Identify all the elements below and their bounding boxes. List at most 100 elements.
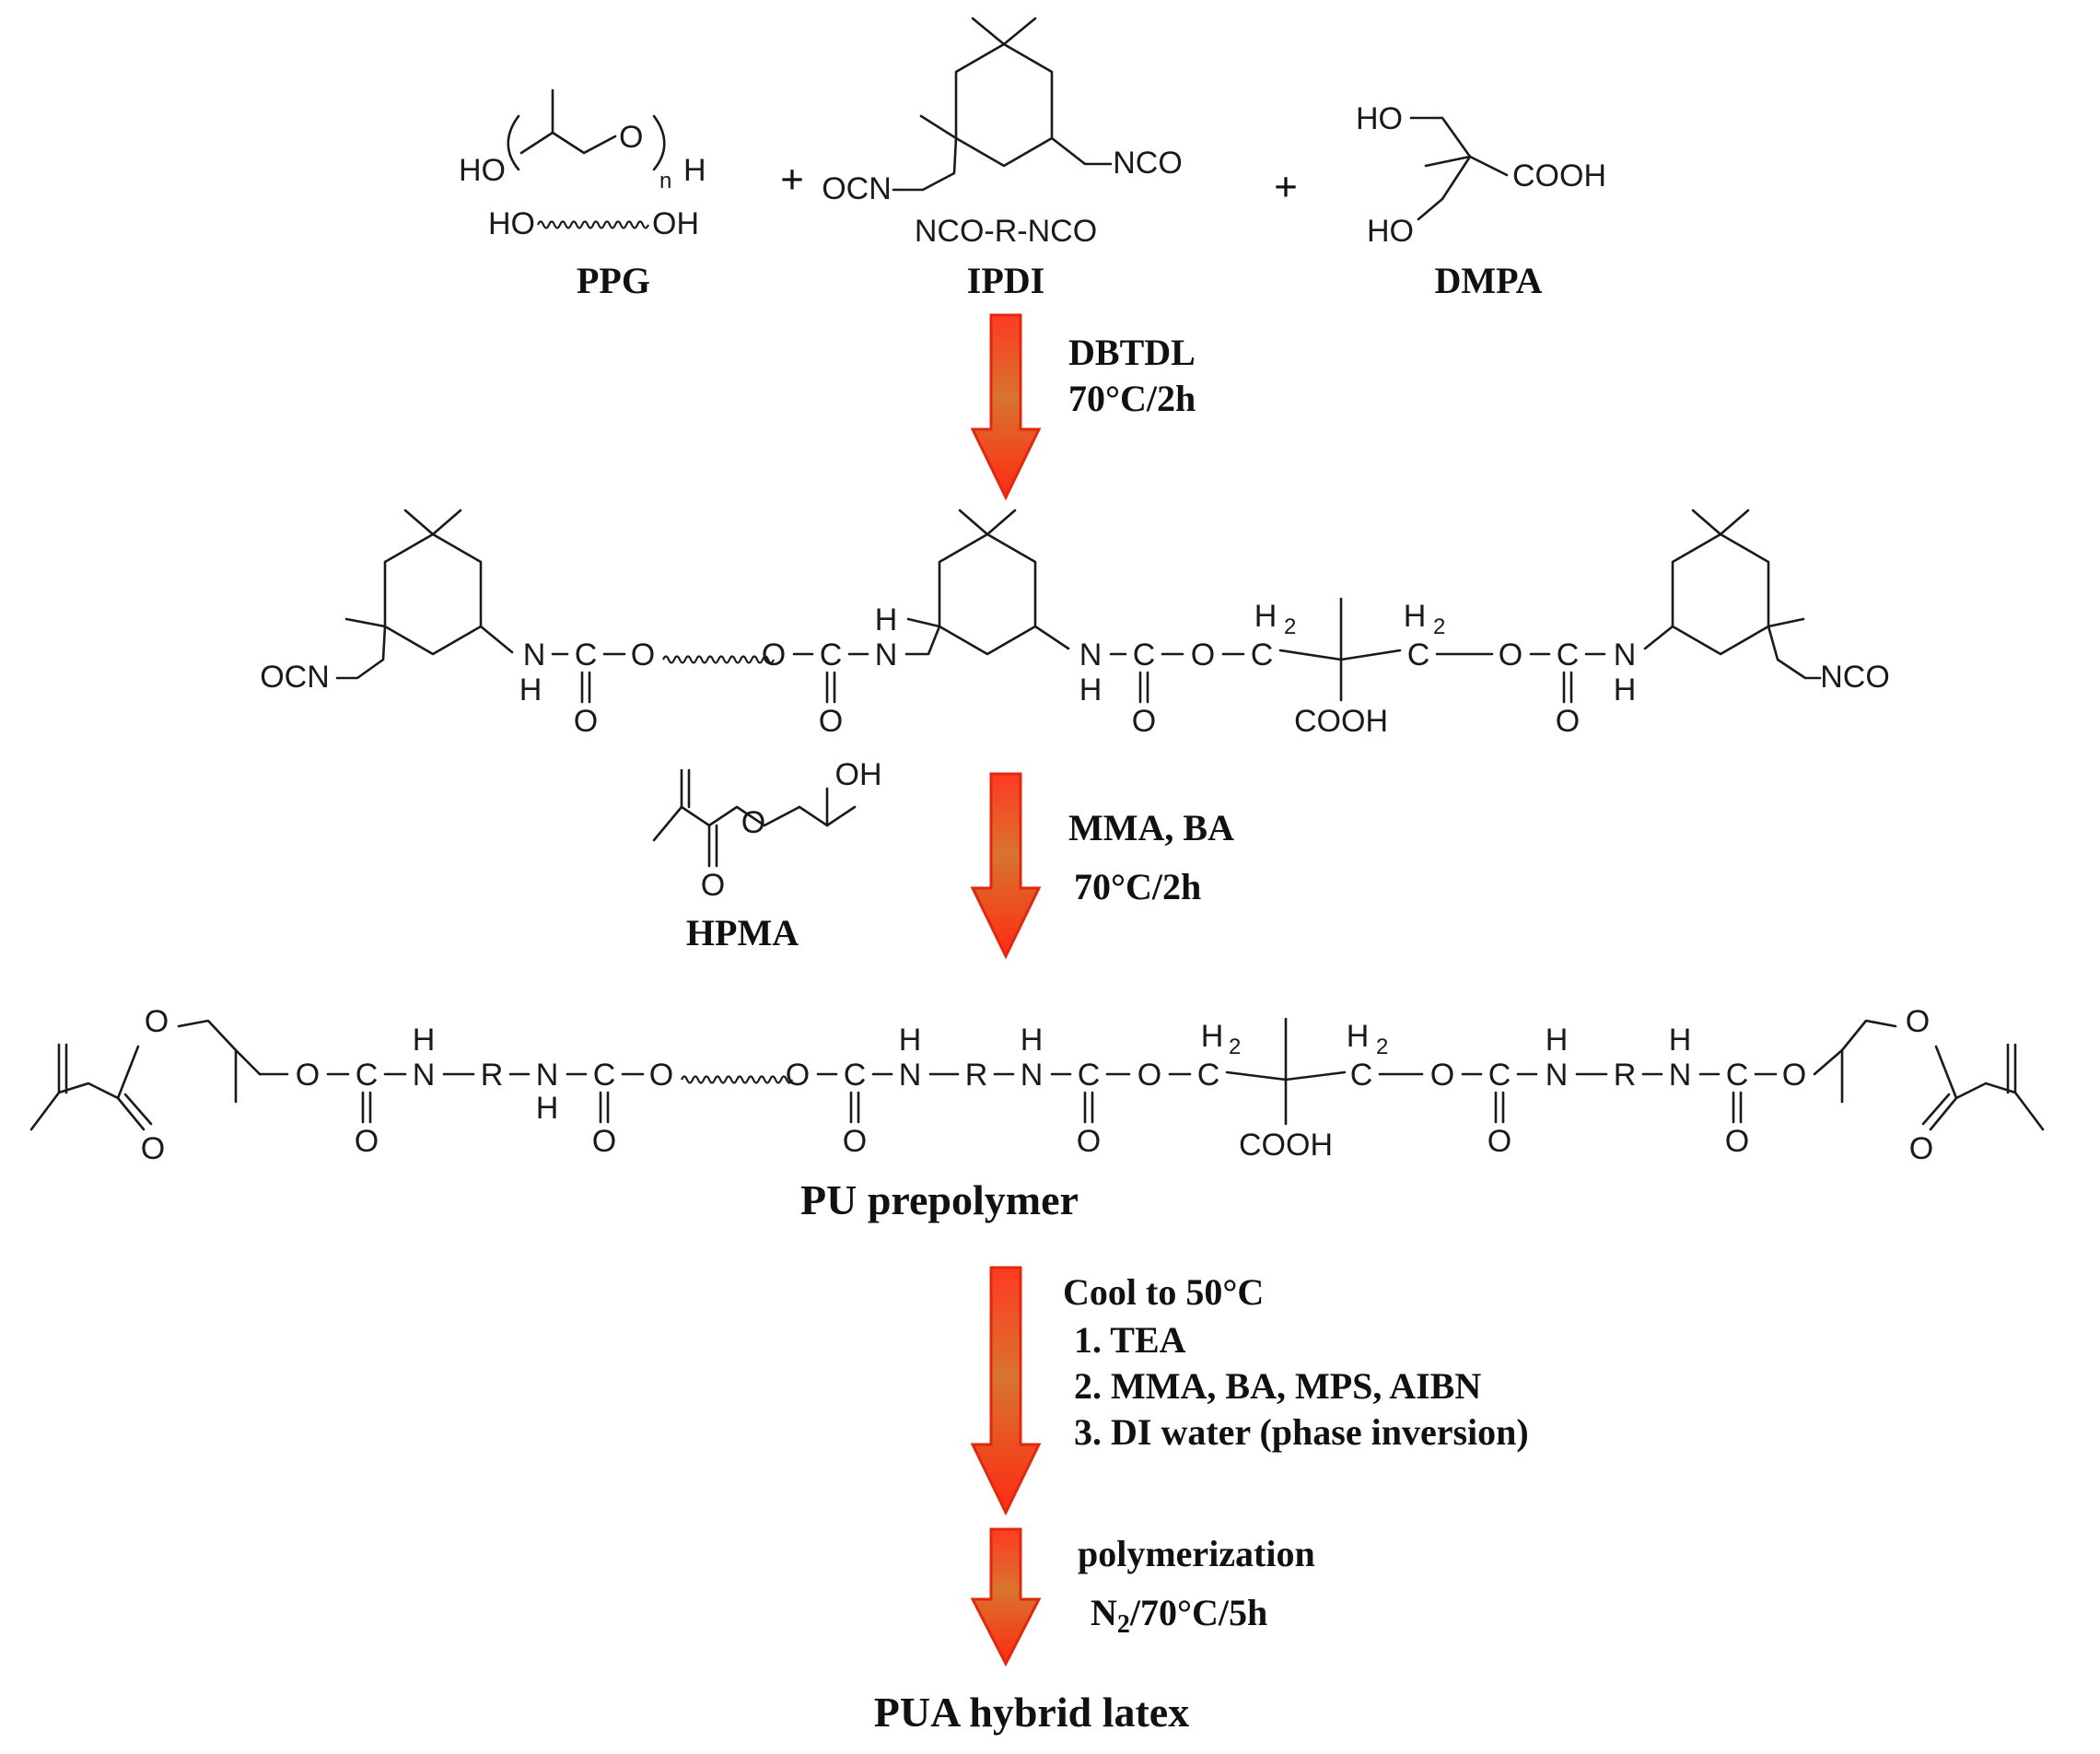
svg-text:O: O	[1132, 704, 1156, 739]
svg-text:C: C	[1078, 1058, 1101, 1093]
svg-text:H: H	[1079, 672, 1102, 707]
reaction-arrow-4	[970, 1527, 1042, 1667]
hpma-structure: O O OH HPMA	[652, 757, 882, 953]
svg-text:N: N	[413, 1058, 436, 1093]
svg-text:N: N	[1546, 1058, 1569, 1093]
svg-text:O: O	[762, 637, 786, 672]
ppg-label: PPG	[577, 260, 650, 301]
ipdi-structure: OCN NCO NCO-R-NCO IPDI	[822, 17, 1183, 301]
svg-text:H: H	[1404, 599, 1427, 634]
svg-text:H: H	[519, 672, 542, 707]
dmpa-label: DMPA	[1435, 260, 1543, 301]
intermediate-nco: NCO	[1820, 660, 1890, 695]
svg-text:N: N	[1021, 1058, 1044, 1093]
svg-text:H: H	[1021, 1023, 1044, 1058]
svg-text:C: C	[575, 637, 598, 672]
svg-text:C: C	[1350, 1058, 1373, 1093]
svg-text:O: O	[819, 704, 843, 739]
svg-text:O: O	[574, 704, 598, 739]
ppg-structure: HO O n H HO OH PPG	[459, 88, 706, 301]
step2-monomers: MMA, BA	[1068, 807, 1234, 848]
svg-text:R: R	[481, 1058, 504, 1093]
step3-item-3: 3. DI water (phase inversion)	[1074, 1411, 1529, 1453]
reaction-arrow-3	[970, 1266, 1042, 1516]
svg-text:N: N	[899, 1058, 922, 1093]
reaction-arrow-1	[970, 313, 1042, 501]
svg-text:C: C	[820, 637, 843, 672]
svg-text:2: 2	[1433, 614, 1445, 639]
ppg-o: O	[619, 120, 643, 155]
step4-conditions: N2/70°C/5h	[1091, 1592, 1267, 1639]
prepolymer-label: PU prepolymer	[800, 1176, 1079, 1223]
svg-text:O: O	[145, 1004, 169, 1039]
nco-terminated-intermediate: OCN N H C O O O C O N H N H C O O C H	[260, 509, 1890, 739]
svg-text:N: N	[523, 637, 546, 672]
svg-text:N: N	[1669, 1058, 1692, 1093]
svg-text:H: H	[1201, 1019, 1224, 1054]
ppg-h: H	[683, 153, 706, 188]
dmpa-ho-bottom: HO	[1367, 214, 1414, 249]
step2-conditions: 70°C/2h	[1074, 866, 1201, 907]
reaction-arrow-2	[970, 772, 1042, 960]
svg-text:H: H	[413, 1023, 436, 1058]
step3-item-1: 1. TEA	[1074, 1319, 1186, 1361]
svg-text:N: N	[1079, 637, 1102, 672]
svg-text:H: H	[1347, 1019, 1370, 1054]
svg-text:O: O	[1191, 637, 1215, 672]
svg-text:O: O	[355, 1124, 379, 1159]
svg-text:O: O	[1488, 1124, 1511, 1159]
svg-text:O: O	[786, 1058, 810, 1093]
step1-conditions: 70°C/2h	[1068, 378, 1196, 419]
svg-text:O: O	[843, 1124, 867, 1159]
svg-text:N: N	[875, 637, 898, 672]
svg-text:H: H	[1669, 1023, 1692, 1058]
svg-text:O: O	[1430, 1058, 1454, 1093]
step3-header: Cool to 50°C	[1063, 1271, 1264, 1313]
svg-text:O: O	[1782, 1058, 1806, 1093]
svg-text:N2/70°C/5h: N2/70°C/5h	[1091, 1592, 1267, 1639]
svg-text:O: O	[649, 1058, 673, 1093]
hpma-oh: OH	[835, 757, 882, 792]
svg-text:H: H	[875, 602, 898, 637]
hpma-label: HPMA	[686, 912, 799, 953]
svg-text:C: C	[1407, 637, 1430, 672]
svg-text:O: O	[1077, 1124, 1101, 1159]
svg-text:O: O	[1499, 637, 1522, 672]
svg-text:2: 2	[1229, 1035, 1241, 1059]
svg-text:C: C	[844, 1058, 867, 1093]
svg-text:N: N	[536, 1058, 559, 1093]
svg-text:R: R	[965, 1058, 988, 1093]
svg-text:O: O	[631, 637, 655, 672]
ipdi-label: IPDI	[967, 260, 1044, 301]
svg-text:C: C	[1197, 1058, 1220, 1093]
intermediate-ocn: OCN	[260, 660, 330, 695]
svg-text:C: C	[593, 1058, 616, 1093]
dmpa-ho-top: HO	[1356, 101, 1403, 136]
svg-text:H: H	[536, 1091, 559, 1126]
svg-text:H: H	[899, 1023, 922, 1058]
step4-process: polymerization	[1078, 1533, 1315, 1574]
svg-text:O: O	[1138, 1058, 1161, 1093]
svg-text:COOH: COOH	[1294, 704, 1388, 739]
svg-text:C: C	[1557, 637, 1580, 672]
svg-text:O: O	[1556, 704, 1580, 739]
svg-text:N: N	[1614, 637, 1637, 672]
hpma-ester-o: O	[741, 805, 765, 840]
svg-text:O: O	[141, 1131, 165, 1166]
svg-text:C: C	[1251, 637, 1274, 672]
step1-catalyst: DBTDL	[1068, 332, 1196, 373]
svg-text:COOH: COOH	[1239, 1128, 1333, 1163]
svg-text:H: H	[1614, 672, 1637, 707]
svg-text:2: 2	[1376, 1035, 1388, 1059]
ppg-alt-oh: OH	[652, 206, 699, 241]
svg-text:O: O	[1909, 1131, 1933, 1166]
svg-text:C: C	[1488, 1058, 1511, 1093]
svg-text:C: C	[1726, 1058, 1749, 1093]
svg-text:C: C	[356, 1058, 379, 1093]
svg-text:C: C	[1133, 637, 1156, 672]
plus-sign-1: +	[780, 156, 804, 203]
dmpa-cooh: COOH	[1512, 158, 1606, 193]
pu-prepolymer-structure: O O O C O N H R N H C O O O C O N H R N	[29, 1004, 2045, 1166]
dmpa-structure: HO COOH HO DMPA	[1356, 101, 1606, 301]
